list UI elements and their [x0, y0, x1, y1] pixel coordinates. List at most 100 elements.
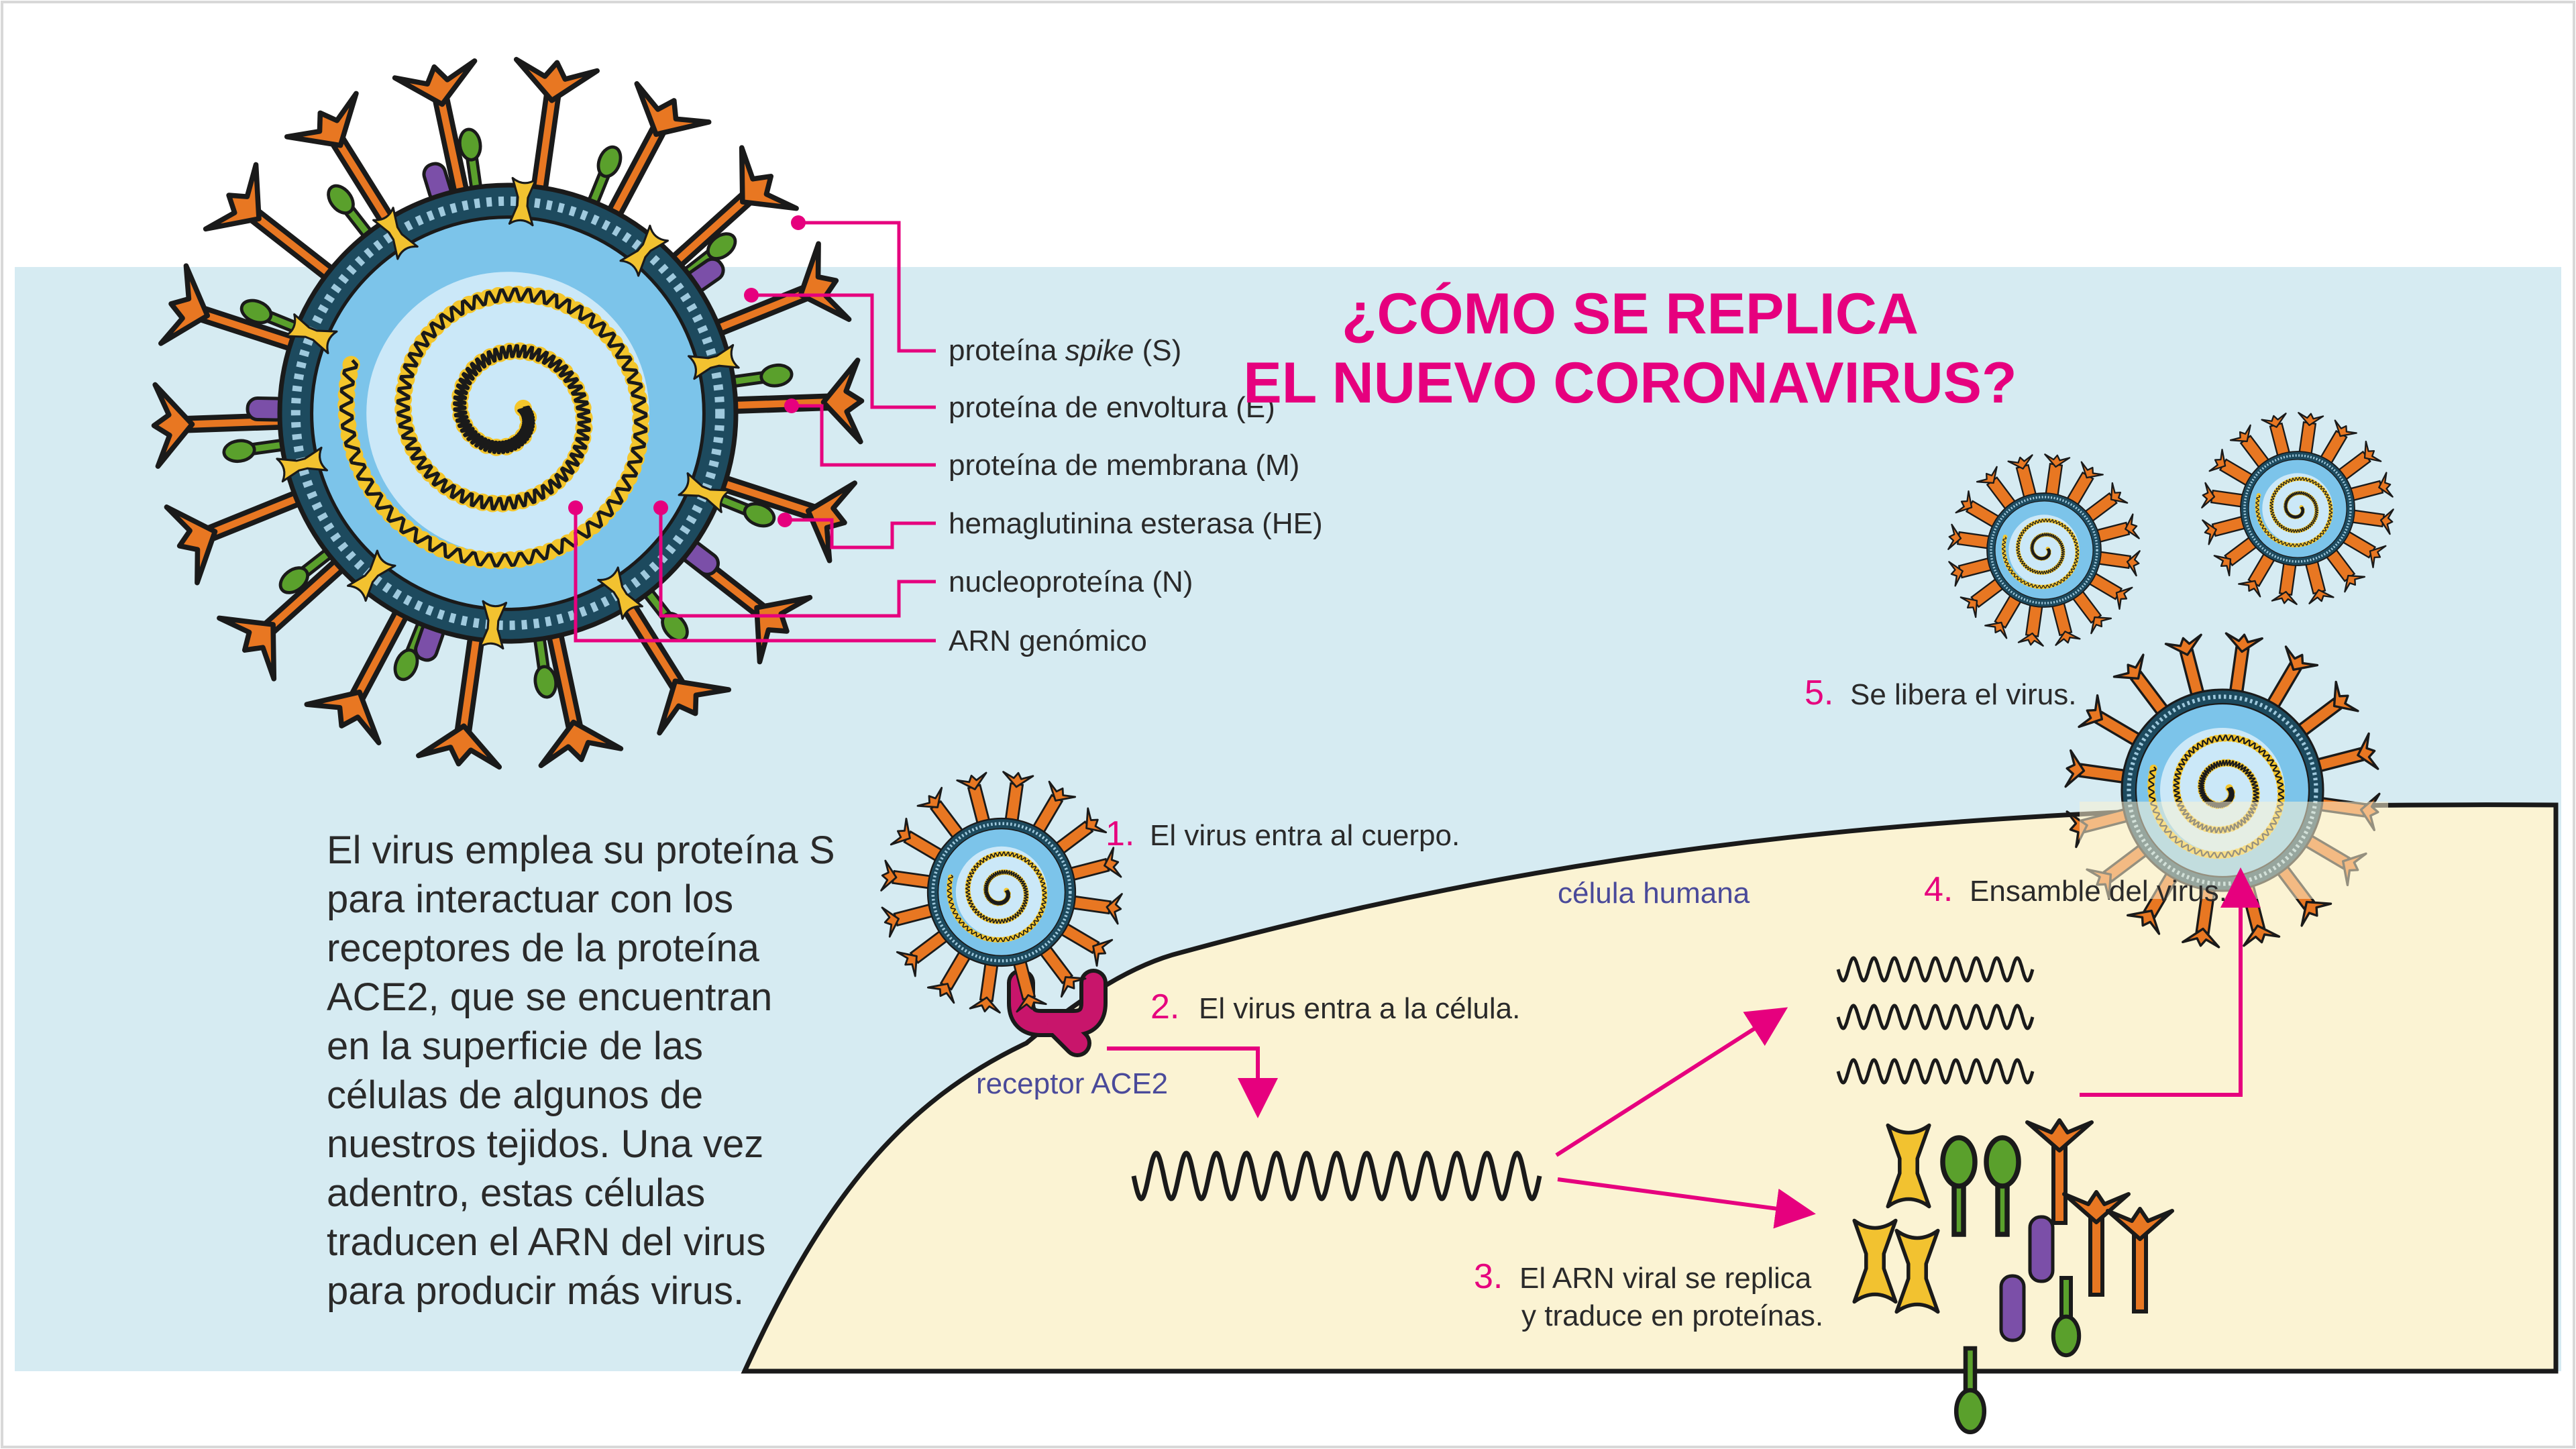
membrane-protein: [284, 313, 338, 354]
spike-protein: [2315, 732, 2379, 773]
step-1-text: El virus entra al cuerpo.: [1150, 819, 1460, 852]
spike-protein: [284, 91, 398, 230]
genomic-rna: [2255, 477, 2333, 547]
envelope-protein: [1940, 1135, 1978, 1237]
leader-dot: [653, 500, 668, 515]
description-paragraph: El virus emplea su proteína S para inter…: [327, 828, 835, 1313]
genomic-rna: [339, 287, 648, 568]
step-5-number: 5.: [1805, 674, 1833, 712]
label-spike-protein: proteína spike (S): [949, 334, 1181, 367]
virus-large: [151, 56, 865, 770]
leader-dot: [777, 513, 792, 527]
small-viruses: [880, 412, 2394, 1014]
envelope-protein: [729, 363, 794, 388]
leader-line: [659, 508, 936, 618]
label-hemagglutinin-esterase: hemaglutinina esterasa (HE): [949, 507, 1323, 540]
process-arrows: [1107, 867, 2261, 1229]
arrow-translate: [1557, 1177, 1816, 1229]
step-2-text: El virus entra a la célula.: [1199, 992, 1520, 1025]
virus-released: [1947, 453, 2141, 647]
arrow-replicate: [1555, 1007, 1788, 1157]
leader-line: [574, 508, 936, 643]
description-line: receptores de la proteína: [327, 926, 760, 970]
membrane-protein: [619, 224, 669, 277]
envelope-protein: [327, 184, 375, 241]
membrane-protein: [346, 549, 396, 602]
leader-line: [798, 221, 936, 353]
step-3-text-2: y traduce en proteínas.: [1521, 1299, 1823, 1332]
membrane-protein: [687, 343, 740, 380]
membrane-protein: [508, 176, 537, 227]
spike-protein: [1002, 771, 1034, 822]
virus-diagram: [151, 56, 865, 770]
rna-strands: [1131, 956, 2035, 1201]
description-line: nuestros tejidos. Una vez: [327, 1122, 763, 1166]
envelope-protein: [2051, 1276, 2082, 1358]
spike-protein: [217, 555, 350, 682]
leader-dot: [791, 215, 806, 230]
spike-protein: [416, 631, 502, 770]
step-3: 3. El ARN viral se replica y traduce en …: [1474, 1257, 1823, 1332]
spike-protein: [710, 241, 852, 339]
spike-protein: [2201, 482, 2244, 508]
title-line-1: ¿CÓMO SE REPLICA: [1342, 282, 1919, 346]
spike-protein: [164, 488, 306, 586]
he-protein: [1999, 1274, 2026, 1342]
membrane-protein: [1894, 1228, 1940, 1314]
viral-proteins: [1852, 1118, 2174, 1435]
spike-protein: [2062, 1190, 2131, 1297]
step-4-text: Ensamble del virus.: [1970, 875, 2227, 908]
description-line: ACE2, que se encuentran: [327, 975, 772, 1019]
leader-line: [792, 404, 936, 467]
spike-protein: [538, 628, 624, 768]
step-1-number: 1.: [1106, 814, 1134, 853]
spike-protein: [969, 962, 1001, 1014]
label-nucleoprotein: nucleoproteína (N): [949, 566, 1193, 598]
step-3-text: El ARN viral se replica: [1519, 1262, 1812, 1295]
envelope-protein: [712, 491, 776, 528]
arrow-entry: [1107, 1046, 1278, 1118]
leader-line: [785, 518, 936, 549]
title-line-2: EL NUEVO CORONAVIRUS?: [1243, 351, 2017, 415]
label-membrane-protein: proteína de membrana (M): [949, 449, 1299, 482]
step-1: 1. El virus entra al cuerpo.: [1106, 814, 1460, 853]
receptor-label: receptor ACE2: [976, 1067, 1168, 1100]
membrane-protein: [678, 472, 731, 513]
spike-protein: [2271, 562, 2298, 605]
description-line: El virus emplea su proteína S: [327, 828, 835, 872]
spike-protein: [2298, 412, 2324, 455]
arrow-assembly: [2080, 867, 2261, 1097]
envelope-protein: [533, 634, 558, 699]
description-line: para producir más virus.: [327, 1269, 744, 1313]
membrane-protein: [1886, 1123, 1931, 1209]
rna-copy: [1836, 956, 2035, 983]
rna-strand: [1131, 1150, 1542, 1201]
label-envelope-protein: proteína de envoltura (E): [949, 391, 1275, 424]
membrane-protein: [478, 600, 508, 650]
step-2: 2. El virus entra a la célula.: [1150, 987, 1520, 1026]
spike-protein: [2320, 419, 2357, 465]
component-labels: proteína spike (S) proteína de envoltura…: [949, 334, 1323, 657]
rna-copy: [1836, 1058, 2035, 1085]
step-5: 5. Se libera el virus.: [1805, 674, 2076, 712]
spike-protein: [2025, 1118, 2094, 1225]
description-line: adentro, estas células: [327, 1171, 705, 1215]
spike-protein: [604, 80, 712, 222]
description-line: para interactuar con los: [327, 877, 733, 921]
genomic-rna: [947, 851, 1047, 943]
spike-protein: [2349, 472, 2394, 502]
step-3-number: 3.: [1474, 1257, 1503, 1296]
envelope-protein: [1953, 1346, 1987, 1435]
description-line: células de algunos de: [327, 1073, 703, 1117]
membrane-protein: [597, 566, 643, 620]
step-4-number: 4.: [1924, 870, 1953, 909]
membrane-protein: [276, 446, 329, 483]
envelope-protein: [1984, 1135, 2021, 1237]
spike-protein: [2341, 531, 2387, 568]
leader-dot: [784, 398, 799, 413]
spike-protein: [1038, 945, 1087, 998]
he-protein: [2028, 1215, 2055, 1283]
membrane-protein: [372, 207, 419, 260]
